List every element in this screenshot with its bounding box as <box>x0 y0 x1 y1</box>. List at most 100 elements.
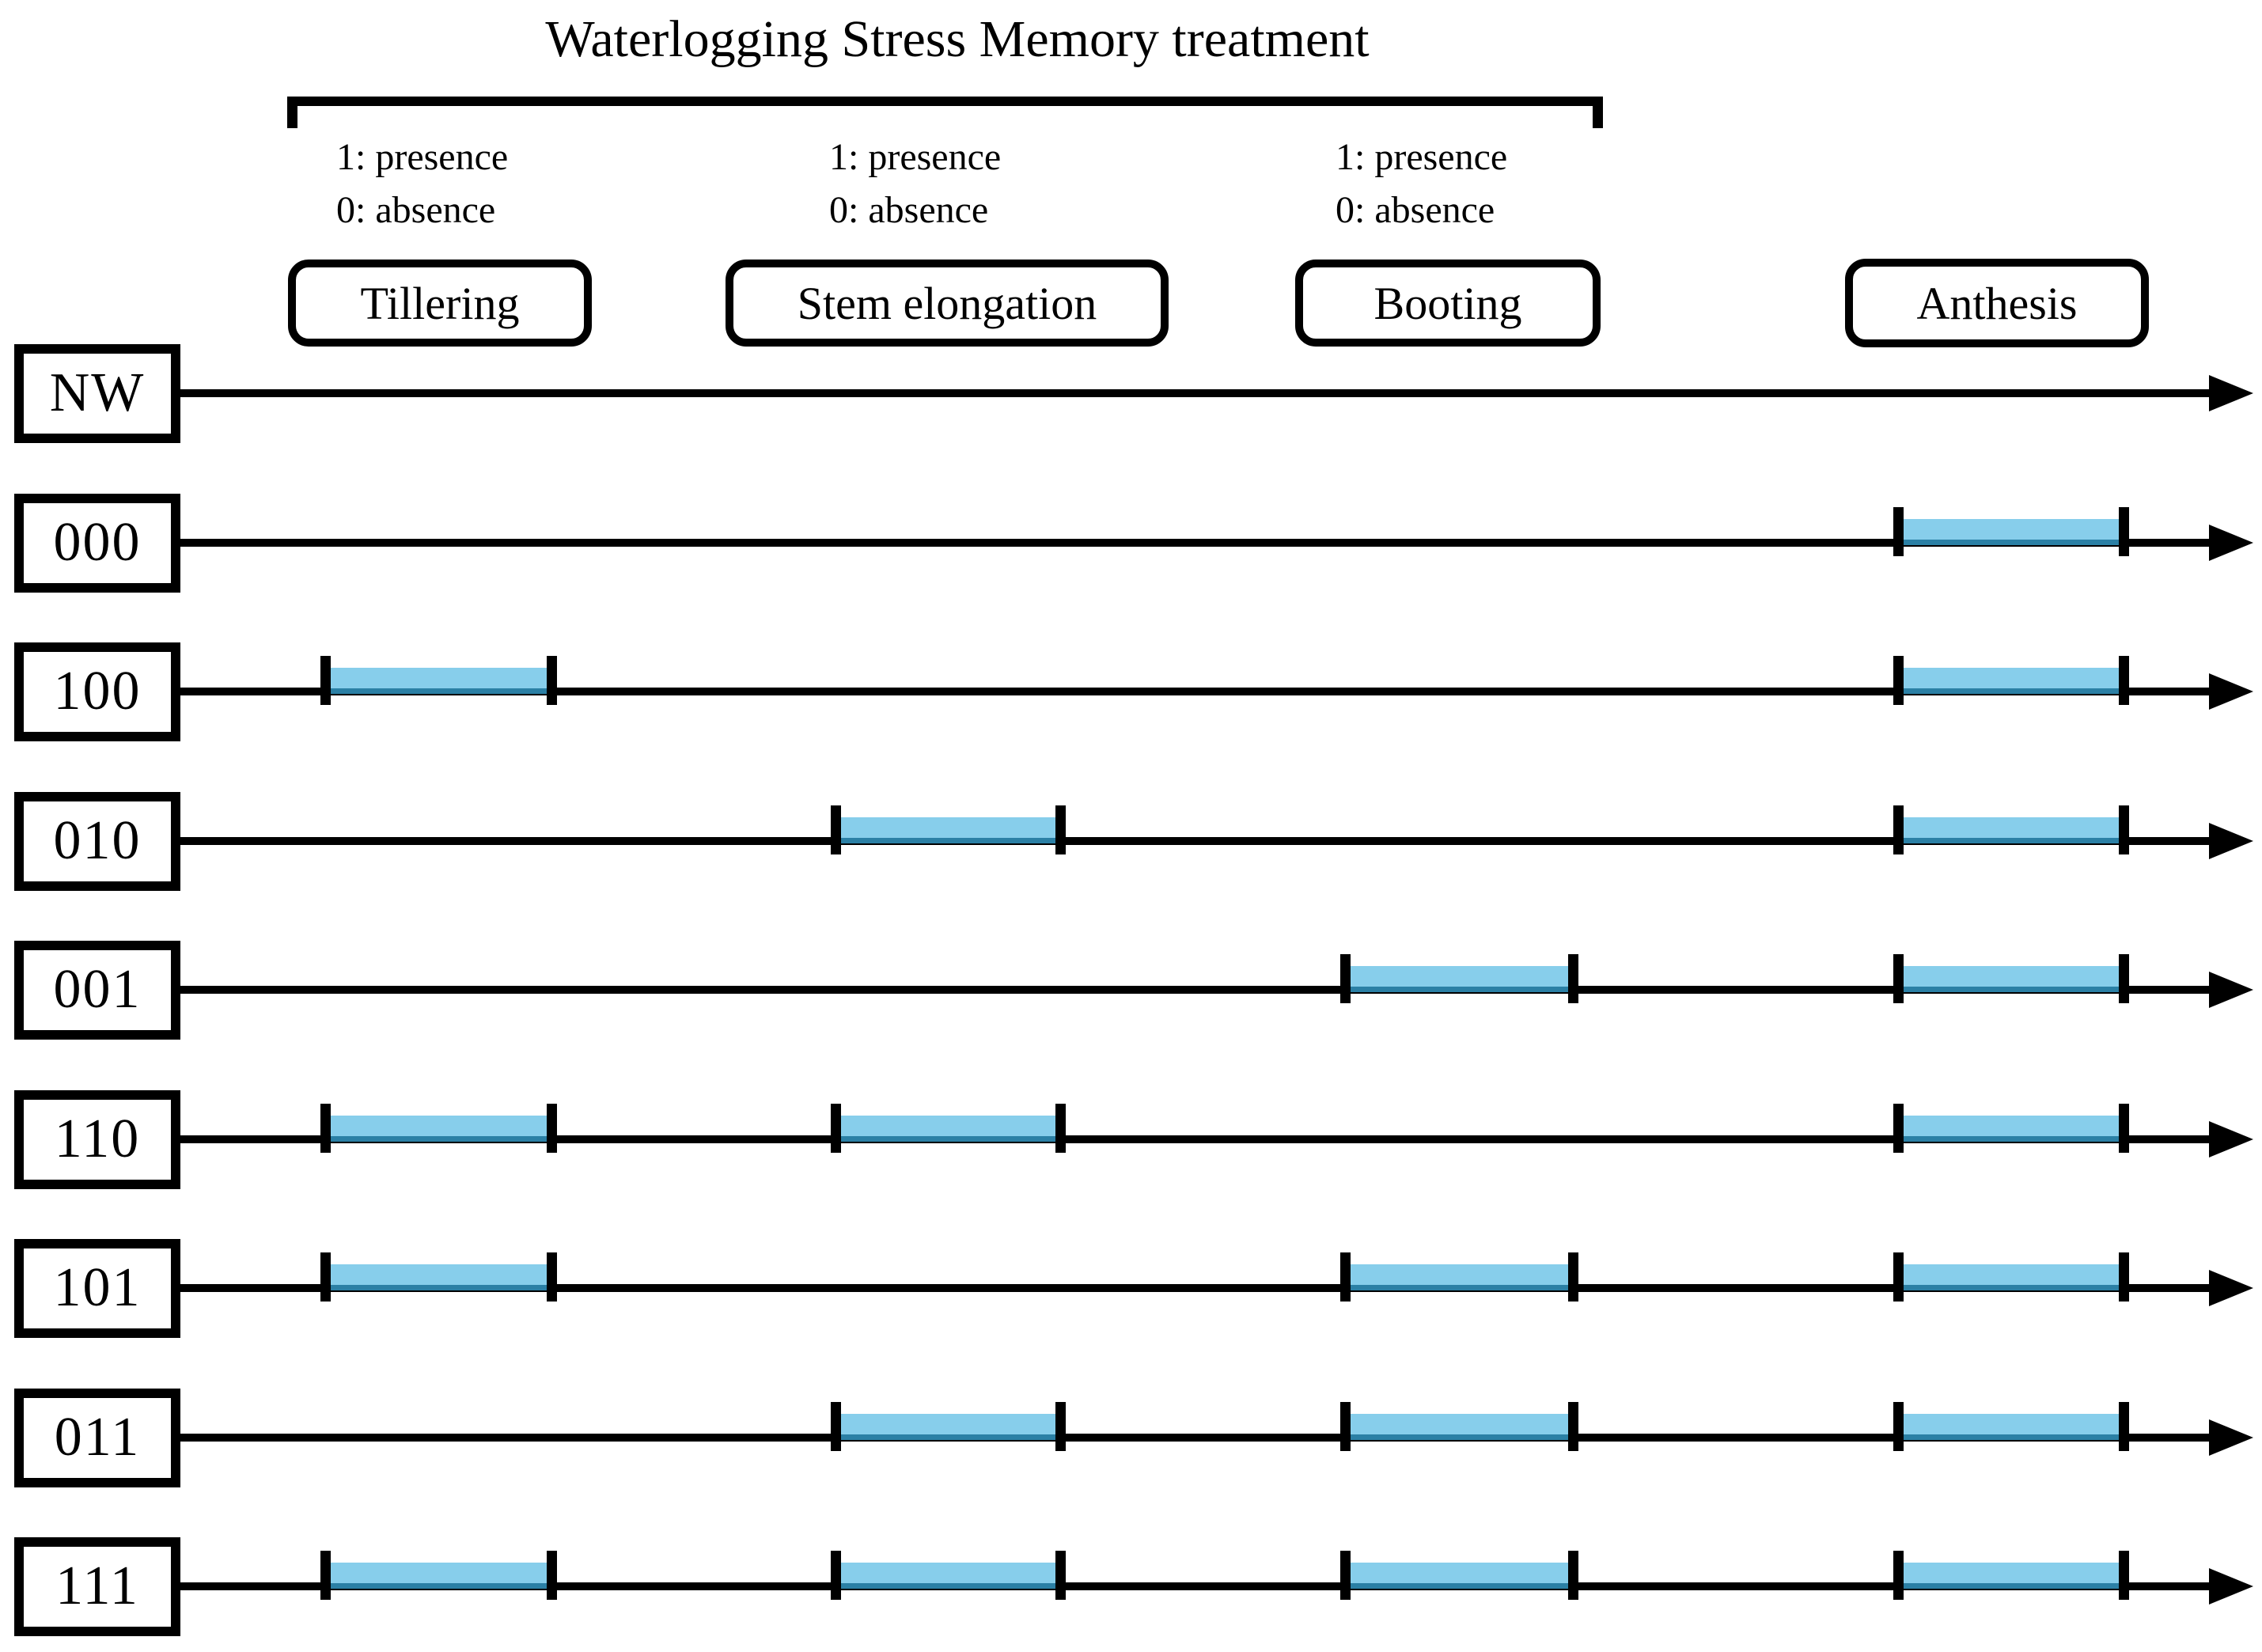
row-label-box: 011 <box>14 1388 180 1487</box>
waterlogging-period-bar-booting <box>1351 1563 1568 1589</box>
legend-absence-line: 0: absence <box>829 189 989 231</box>
row-label: 101 <box>53 1257 142 1318</box>
stage-tick-end-stem <box>1055 1104 1066 1153</box>
timeline-line <box>180 1582 2214 1590</box>
stage-tick-start-anthesis <box>1893 1402 1904 1451</box>
stage-label: Stem elongation <box>797 277 1097 329</box>
row-label: NW <box>49 362 146 423</box>
legend-absence-line: 0: absence <box>336 189 496 231</box>
waterlogging-period-bar-booting <box>1351 1264 1568 1290</box>
stage-tick-end-tillering <box>547 656 557 705</box>
waterlogging-period-bar-stem <box>841 817 1055 843</box>
stage-tick-end-tillering <box>547 1551 557 1600</box>
timeline-line <box>180 1434 2214 1442</box>
row-label-box: 100 <box>14 642 180 741</box>
arrowhead-icon <box>2209 1121 2253 1158</box>
waterlogging-period-bar-anthesis <box>1904 817 2119 843</box>
waterlogging-period-bar-booting <box>1351 1414 1568 1440</box>
arrowhead-icon <box>2209 525 2253 561</box>
stage-box-stem-elongation: Stem elongation <box>726 260 1169 347</box>
row-label-box: 111 <box>14 1536 180 1636</box>
arrowhead-icon <box>2209 673 2253 710</box>
stage-tick-start-booting <box>1340 1252 1351 1302</box>
stage-tick-start-tillering <box>320 1551 331 1600</box>
stage-tick-end-tillering <box>547 1104 557 1153</box>
legend-presence-line: 1: presence <box>829 136 1002 178</box>
figure-title: Waterlogging Stress Memory treatment <box>545 10 1370 68</box>
waterlogging-period-bar-tillering <box>331 1116 547 1142</box>
legend-presence-absence-booting: 1: presence 0: absence <box>1336 131 1507 237</box>
stage-tick-start-stem <box>831 1104 841 1153</box>
stage-tick-start-tillering <box>320 1104 331 1153</box>
stage-tick-start-tillering <box>320 1252 331 1302</box>
waterlogging-period-bar-anthesis <box>1904 668 2119 694</box>
bracket-right-end-icon <box>1593 97 1603 128</box>
waterlogging-period-bar-anthesis <box>1904 1414 2119 1440</box>
waterlogging-period-bar-anthesis <box>1904 1116 2119 1142</box>
waterlogging-period-bar-stem <box>841 1414 1055 1440</box>
waterlogging-period-bar-anthesis <box>1904 1264 2119 1290</box>
row-label: 100 <box>53 661 142 722</box>
stage-tick-start-anthesis <box>1893 1104 1904 1153</box>
stage-tick-end-anthesis <box>2119 507 2129 556</box>
timeline-line <box>180 837 2214 845</box>
stage-tick-start-stem <box>831 1402 841 1451</box>
stage-tick-start-stem <box>831 805 841 854</box>
waterlogging-period-bar-tillering <box>331 668 547 694</box>
legend-absence-line: 0: absence <box>1336 189 1495 231</box>
stage-tick-end-anthesis <box>2119 1252 2129 1302</box>
row-label: 001 <box>53 959 142 1020</box>
stage-tick-start-anthesis <box>1893 805 1904 854</box>
arrowhead-icon <box>2209 1270 2253 1306</box>
row-label: 000 <box>53 512 142 573</box>
stage-tick-start-anthesis <box>1893 1252 1904 1302</box>
waterlogging-period-bar-anthesis <box>1904 1563 2119 1589</box>
arrowhead-icon <box>2209 823 2253 859</box>
row-label: 111 <box>55 1555 139 1616</box>
legend-presence-absence-tillering: 1: presence 0: absence <box>336 131 508 237</box>
stage-tick-end-anthesis <box>2119 1104 2129 1153</box>
row-label-box: NW <box>14 343 180 443</box>
stage-tick-start-booting <box>1340 954 1351 1003</box>
timeline-line <box>180 986 2214 994</box>
stage-tick-end-anthesis <box>2119 805 2129 854</box>
row-label-box: 000 <box>14 493 180 593</box>
stage-tick-start-anthesis <box>1893 507 1904 556</box>
legend-presence-absence-stem: 1: presence 0: absence <box>829 131 1001 237</box>
timeline-line <box>180 389 2214 397</box>
row-label-box: 001 <box>14 940 180 1040</box>
stage-tick-end-booting <box>1568 1252 1578 1302</box>
stage-label: Anthesis <box>1916 277 2078 329</box>
stage-tick-end-booting <box>1568 1402 1578 1451</box>
stage-tick-start-anthesis <box>1893 1551 1904 1600</box>
timeline-line <box>180 1284 2214 1292</box>
stage-box-anthesis: Anthesis <box>1845 259 2149 347</box>
stage-tick-end-anthesis <box>2119 656 2129 705</box>
stage-tick-end-anthesis <box>2119 1402 2129 1451</box>
arrowhead-icon <box>2209 1419 2253 1456</box>
row-label-box: 010 <box>14 791 180 891</box>
row-label-box: 110 <box>14 1089 180 1189</box>
stage-tick-start-booting <box>1340 1551 1351 1600</box>
row-label: 011 <box>54 1407 141 1468</box>
stage-tick-start-anthesis <box>1893 954 1904 1003</box>
waterlogging-period-bar-anthesis <box>1904 966 2119 992</box>
arrowhead-icon <box>2209 1568 2253 1605</box>
stage-box-tillering: Tillering <box>288 260 592 347</box>
stage-tick-start-booting <box>1340 1402 1351 1451</box>
treatment-bracket <box>287 97 1603 106</box>
stage-tick-end-booting <box>1568 1551 1578 1600</box>
stage-tick-end-stem <box>1055 805 1066 854</box>
timeline-line <box>180 688 2214 695</box>
waterlogging-period-bar-tillering <box>331 1264 547 1290</box>
stage-label: Booting <box>1373 277 1522 329</box>
stage-tick-end-stem <box>1055 1402 1066 1451</box>
stage-tick-end-tillering <box>547 1252 557 1302</box>
timeline-line <box>180 1135 2214 1143</box>
waterlogging-period-bar-tillering <box>331 1563 547 1589</box>
stage-label: Tillering <box>360 277 520 329</box>
stage-tick-start-tillering <box>320 656 331 705</box>
row-label-box: 101 <box>14 1238 180 1338</box>
arrowhead-icon <box>2209 375 2253 411</box>
